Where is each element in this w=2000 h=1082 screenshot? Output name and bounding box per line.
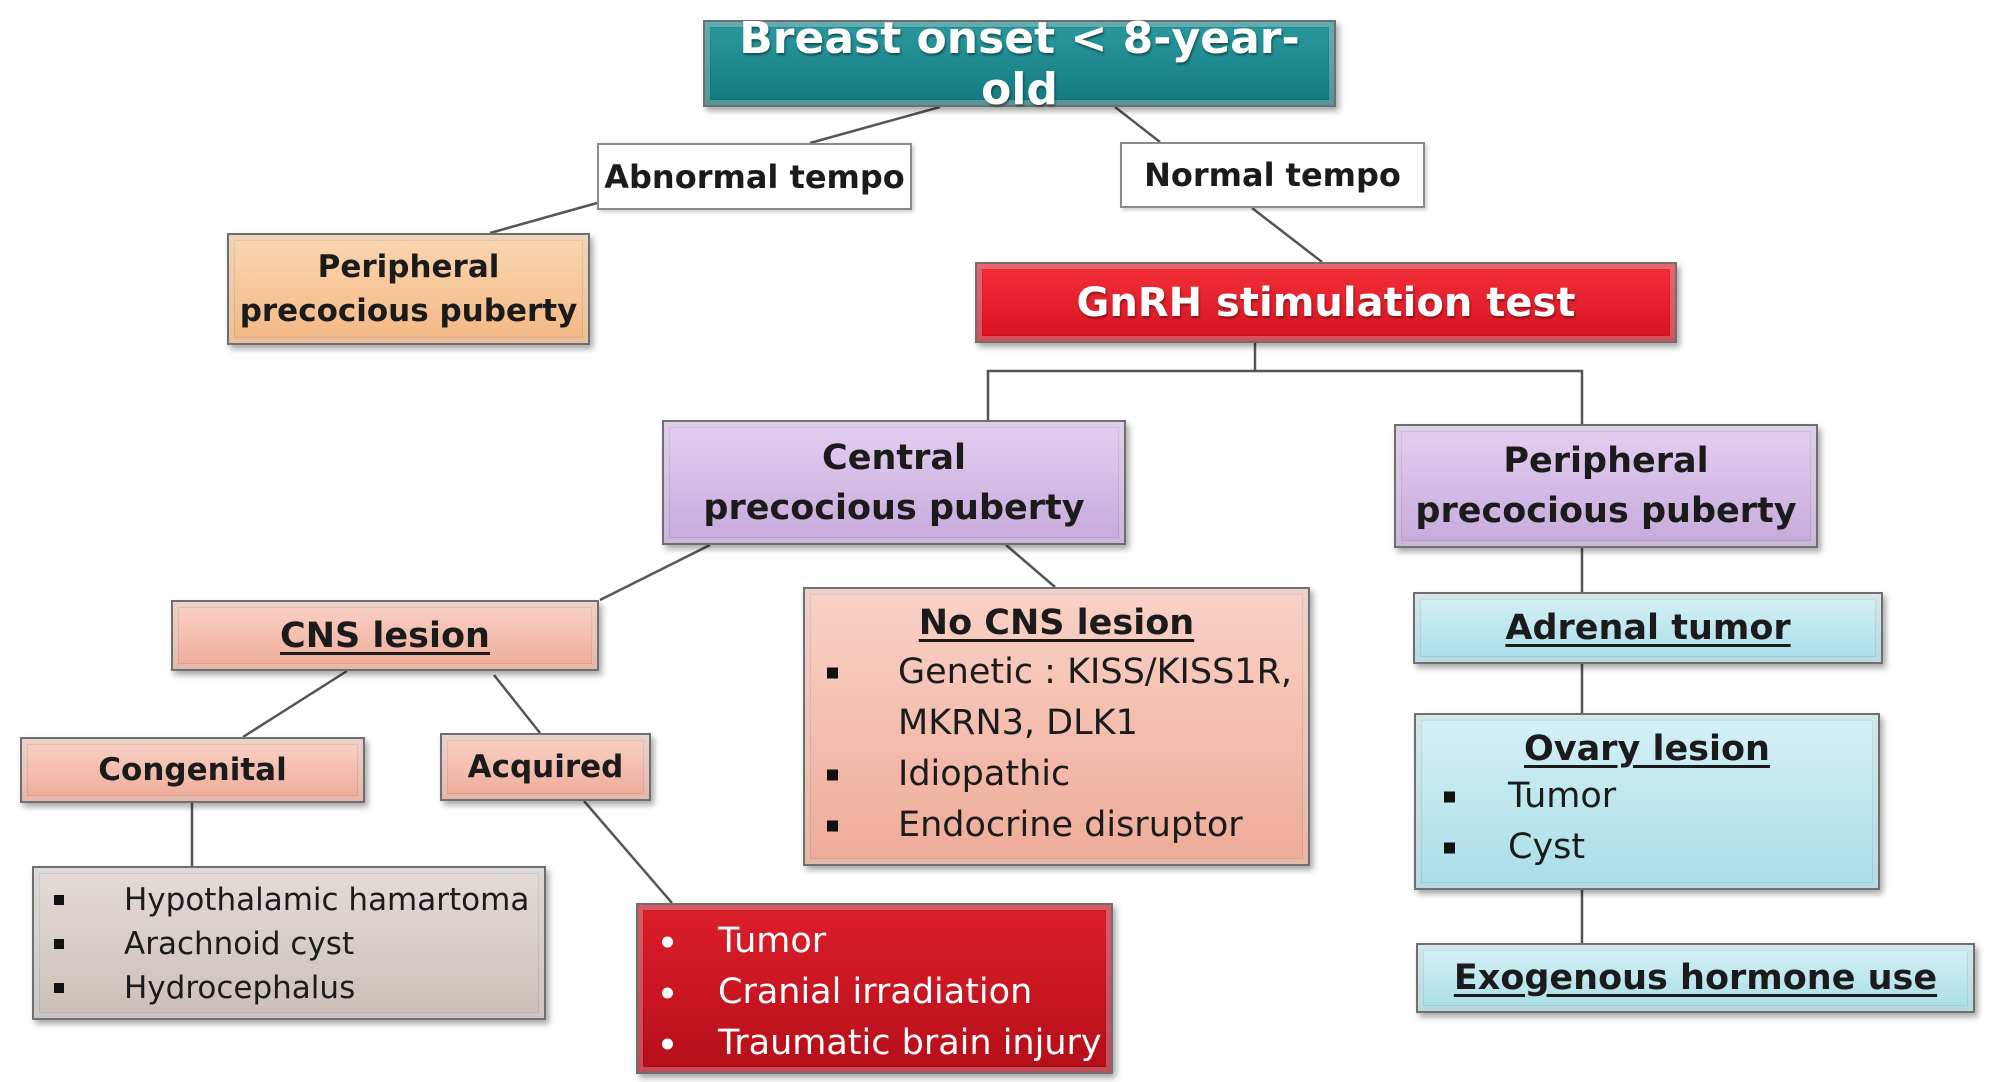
normal-tempo-label: Normal tempo — [1144, 156, 1401, 194]
list-item: Cyst — [1416, 822, 1878, 873]
root-node-label: Breast onset < 8-year-old — [739, 12, 1300, 115]
ovary-lesion-title: Ovary lesion — [1524, 729, 1770, 769]
acquired-causes-list: Tumor Cranial irradiation Traumatic brai… — [638, 916, 1111, 1069]
exogenous-hormone-use-node: Exogenous hormone use — [1416, 943, 1975, 1013]
normal-tempo-node: Normal tempo — [1120, 142, 1425, 208]
central-line2: precocious puberty — [703, 487, 1085, 528]
peripheral-right-line2: precocious puberty — [1415, 491, 1797, 531]
list-item: Idiopathic — [805, 749, 1308, 800]
central-precocious-puberty-node: Central precocious puberty — [662, 420, 1126, 545]
list-item: Endocrine disruptor — [805, 800, 1308, 851]
connector — [242, 669, 348, 739]
connector — [1005, 544, 1056, 588]
central-line1: Central — [822, 437, 966, 478]
list-item: Hypothalamic hamartoma — [34, 878, 544, 922]
gnrh-label: GnRH stimulation test — [1076, 279, 1576, 326]
peripheral-top-line2: precocious puberty — [239, 293, 578, 329]
connector — [1114, 106, 1161, 143]
abnormal-tempo-label: Abnormal tempo — [604, 157, 905, 196]
abnormal-tempo-node: Abnormal tempo — [597, 143, 912, 210]
congenital-node: Congenital — [20, 737, 365, 803]
congenital-causes-list-node: Hypothalamic hamartoma Arachnoid cyst Hy… — [32, 866, 546, 1020]
peripheral-precocious-puberty-node-right: Peripheral precocious puberty — [1394, 424, 1818, 548]
connector — [493, 674, 541, 734]
ovary-lesion-list: Tumor Cyst — [1416, 771, 1878, 873]
connector — [1255, 369, 1584, 424]
list-item: Traumatic brain injury — [638, 1018, 1111, 1069]
connector — [489, 201, 598, 235]
peripheral-precocious-puberty-node-top: Peripheral precocious puberty — [227, 233, 590, 345]
no-cns-lesion-list: Genetic : KISS/KISS1R, MKRN3, DLK1 Idiop… — [805, 647, 1308, 851]
no-cns-lesion-node: No CNS lesion Genetic : KISS/KISS1R, MKR… — [803, 587, 1310, 866]
list-item: Genetic : KISS/KISS1R, — [805, 647, 1308, 698]
list-item: Arachnoid cyst — [34, 922, 544, 966]
gnrh-stimulation-test-node: GnRH stimulation test — [975, 262, 1677, 343]
adrenal-tumor-node: Adrenal tumor — [1413, 592, 1883, 664]
list-item-continuation: MKRN3, DLK1 — [898, 703, 1138, 743]
list-item: Tumor — [638, 916, 1111, 967]
cns-lesion-node: CNS lesion — [171, 600, 599, 671]
connector — [986, 343, 1257, 420]
ovary-lesion-node: Ovary lesion Tumor Cyst — [1414, 713, 1880, 890]
list-item: Hydrocephalus — [34, 966, 544, 1010]
connector — [599, 543, 711, 602]
list-item: Cranial irradiation — [638, 967, 1111, 1018]
acquired-node: Acquired — [440, 733, 651, 801]
connector — [809, 105, 941, 145]
cns-lesion-label: CNS lesion — [280, 615, 490, 656]
congenital-label: Congenital — [98, 752, 287, 788]
peripheral-right-line1: Peripheral — [1503, 441, 1709, 481]
connector — [583, 800, 673, 904]
no-cns-lesion-title: No CNS lesion — [918, 603, 1195, 643]
acquired-causes-list-node: Tumor Cranial irradiation Traumatic brai… — [636, 903, 1113, 1074]
acquired-label: Acquired — [467, 749, 624, 785]
exogenous-label: Exogenous hormone use — [1453, 958, 1938, 998]
congenital-causes-list: Hypothalamic hamartoma Arachnoid cyst Hy… — [34, 878, 544, 1010]
connector — [1251, 207, 1323, 263]
adrenal-tumor-label: Adrenal tumor — [1505, 608, 1791, 648]
list-item: Tumor — [1416, 771, 1878, 822]
peripheral-top-line1: Peripheral — [317, 249, 500, 285]
root-node-breast-onset: Breast onset < 8-year-old — [703, 13, 1336, 115]
